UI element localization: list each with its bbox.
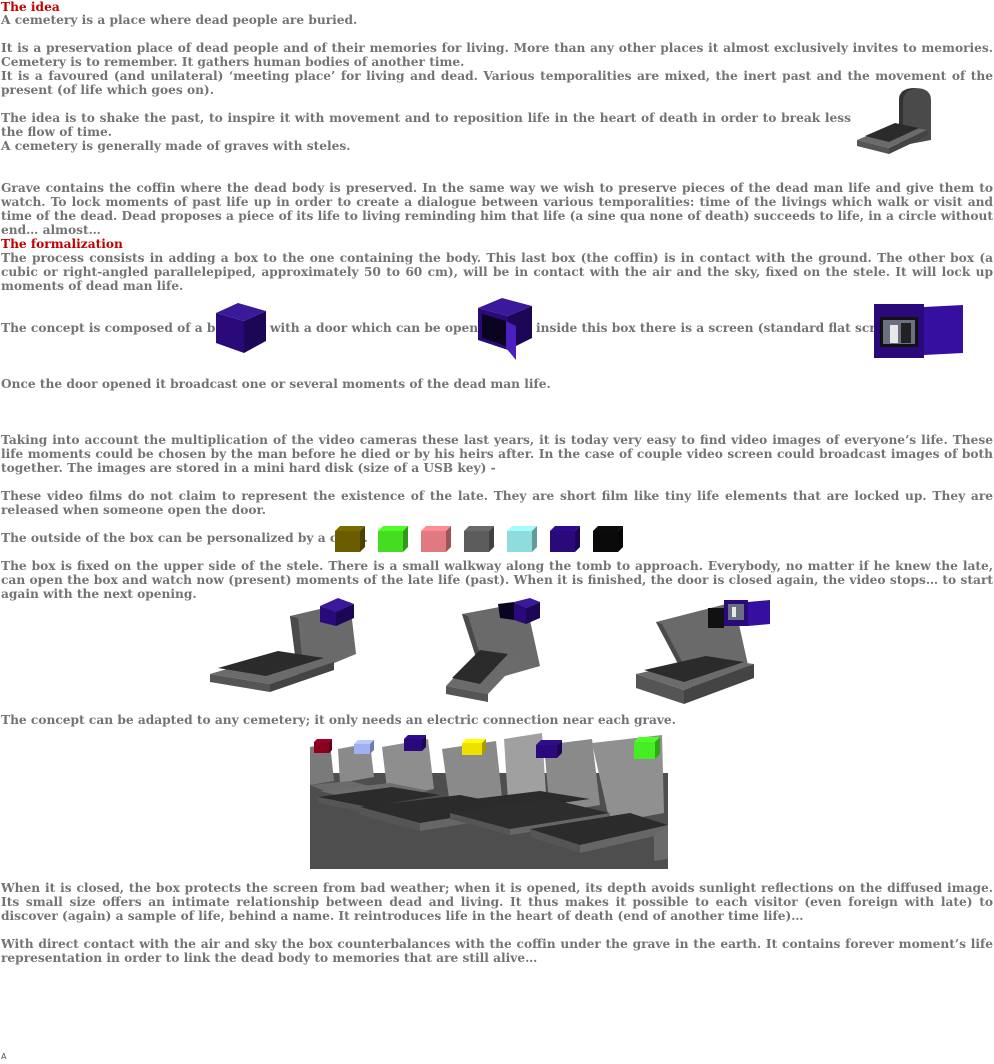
- cemetery-box-3: [404, 735, 426, 751]
- concept-text-a: The concept is composed of a box,: [1, 321, 236, 335]
- concept-text-c: inside this box there is a screen (stand…: [536, 321, 911, 335]
- footer-mark: A: [1, 1052, 7, 1061]
- heading-idea: The idea: [1, 0, 60, 14]
- cemetery-box-2: [354, 740, 374, 754]
- colors-text: The outside of the box can be personaliz…: [1, 531, 368, 545]
- color-swatch-2: [378, 526, 408, 552]
- formalization-paragraph-3: Taking into account the multiplication o…: [1, 433, 993, 475]
- closed-box-illustration: [216, 303, 266, 353]
- idea-paragraph-4: The idea is to shake the past, to inspir…: [1, 111, 851, 139]
- formalization-paragraph-4: These video films do not claim to repres…: [1, 489, 993, 517]
- idea-paragraph-3: It is a favoured (and unilateral) ‘meeti…: [1, 69, 993, 97]
- color-swatch-7: [593, 526, 623, 552]
- formalization-paragraph-8: With direct contact with the air and sky…: [1, 937, 993, 965]
- screen-box-illustration: [874, 304, 963, 358]
- cemetery-box-4: [462, 739, 486, 755]
- idea-paragraph-6: Grave contains the coffin where the dead…: [1, 181, 993, 237]
- formalization-paragraph-7: When it is closed, the box protects the …: [1, 881, 993, 923]
- grave-screen-box-illustration: [636, 600, 770, 704]
- open-box-illustration: [478, 298, 532, 360]
- color-swatch-3: [421, 526, 451, 552]
- cemetery-box-1: [314, 739, 332, 753]
- cemetery-scene-illustration: [310, 733, 668, 869]
- idea-paragraph-2: It is a preservation place of dead peopl…: [1, 41, 993, 69]
- formalization-paragraph-1: The process consists in adding a box to …: [1, 251, 993, 293]
- color-swatch-5: [507, 526, 537, 552]
- formalization-paragraph-2: Once the door opened it broadcast one or…: [1, 377, 551, 391]
- color-swatches: [335, 526, 623, 552]
- grave-illustration: [857, 88, 931, 154]
- grave-open-box-illustration: [446, 598, 540, 702]
- cemetery-box-5: [536, 740, 562, 758]
- idea-paragraph-5: A cemetery is generally made of graves w…: [1, 139, 351, 153]
- idea-paragraph-1: A cemetery is a place where dead people …: [1, 13, 358, 27]
- concept-text-b: with a door which can be opened: [270, 321, 495, 335]
- cemetery-box-6: [634, 737, 660, 759]
- heading-formalization: The formalization: [1, 237, 123, 251]
- grave-closed-box-illustration: [210, 598, 356, 692]
- formalization-paragraph-6: The concept can be adapted to any cemete…: [1, 713, 676, 727]
- color-swatch-6: [550, 526, 580, 552]
- color-swatch-1: [335, 526, 365, 552]
- color-swatch-4: [464, 526, 494, 552]
- formalization-paragraph-5: The box is fixed on the upper side of th…: [1, 559, 993, 601]
